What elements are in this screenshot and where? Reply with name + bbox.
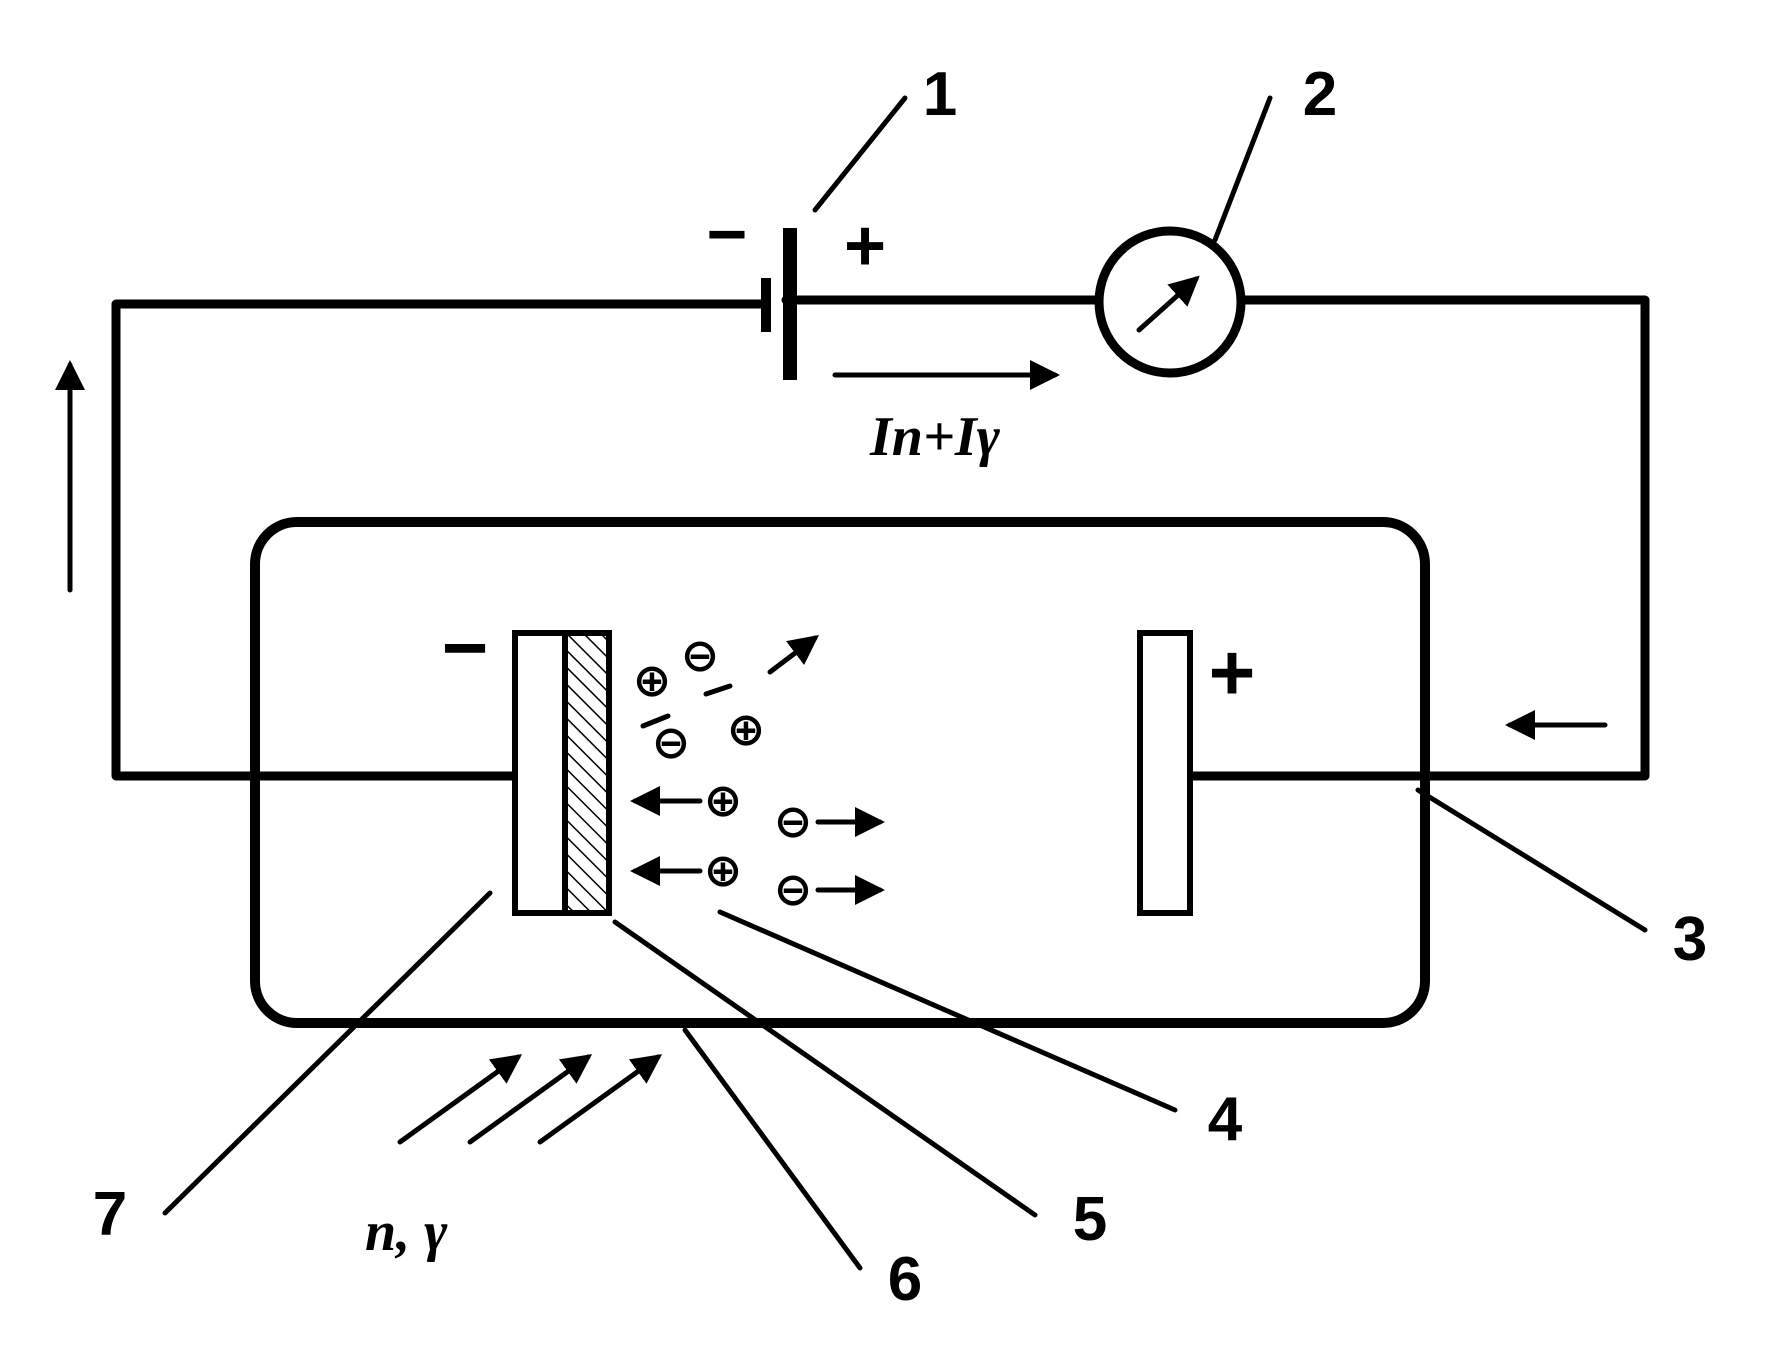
positive-ion: ⊕ — [704, 773, 743, 827]
battery: − + — [707, 195, 886, 380]
leader-lines — [162, 95, 1648, 1271]
battery-minus-sign: − — [707, 195, 748, 273]
cathode-minus-sign: − — [442, 603, 489, 692]
ammeter — [1094, 226, 1246, 378]
callout-2: 2 — [1303, 60, 1337, 129]
positive-ion: ⊕ — [727, 702, 766, 756]
callout-3: 3 — [1673, 905, 1707, 974]
callout-7: 7 — [93, 1180, 127, 1249]
positive-ion: ⊕ — [633, 653, 672, 707]
anode-plus-sign: + — [1209, 628, 1256, 717]
external-circuit — [111, 295, 1650, 781]
negative-ion: ⊖ — [652, 715, 691, 769]
negative-ion: ⊖ — [774, 862, 813, 916]
fissile-coating — [562, 630, 612, 916]
callout-1: 1 — [923, 60, 957, 129]
callout-5: 5 — [1073, 1185, 1107, 1254]
negative-ion: ⊖ — [681, 628, 720, 682]
current-label: In+Iγ — [869, 406, 1001, 468]
positive-ion: ⊕ — [704, 843, 743, 897]
callout-6: 6 — [888, 1245, 922, 1314]
negative-ion: ⊖ — [774, 794, 813, 848]
incident-radiation: n, γ — [365, 1054, 663, 1263]
radiation-label: n, γ — [365, 1201, 448, 1263]
callout-4: 4 — [1208, 1085, 1243, 1154]
battery-plus-sign: + — [844, 206, 886, 286]
cathode-electrode: − — [442, 603, 612, 916]
anode-electrode: + — [1137, 628, 1256, 916]
ion-pairs: ⊕ ⊖ ⊖ ⊕ ⊕ ⊖ ⊕ ⊖ — [630, 628, 885, 916]
